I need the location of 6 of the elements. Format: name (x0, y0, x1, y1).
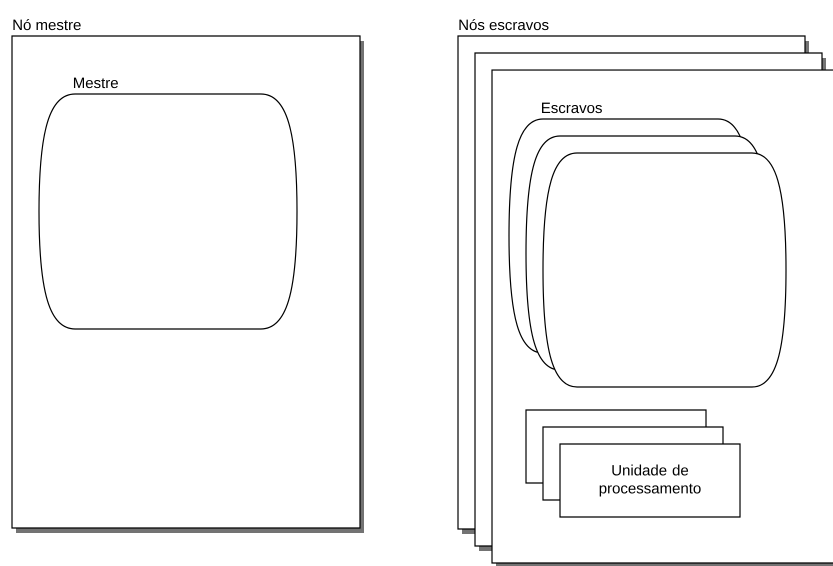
node-label: Mestre (74, 78, 118, 88)
unit-box: Unidade de processamento (525, 409, 741, 518)
node-label: Escravos (542, 102, 602, 114)
node-label: Nós escravos (459, 18, 548, 30)
node-label: processamento (600, 484, 701, 496)
node-label: Nó mestre (13, 18, 81, 30)
